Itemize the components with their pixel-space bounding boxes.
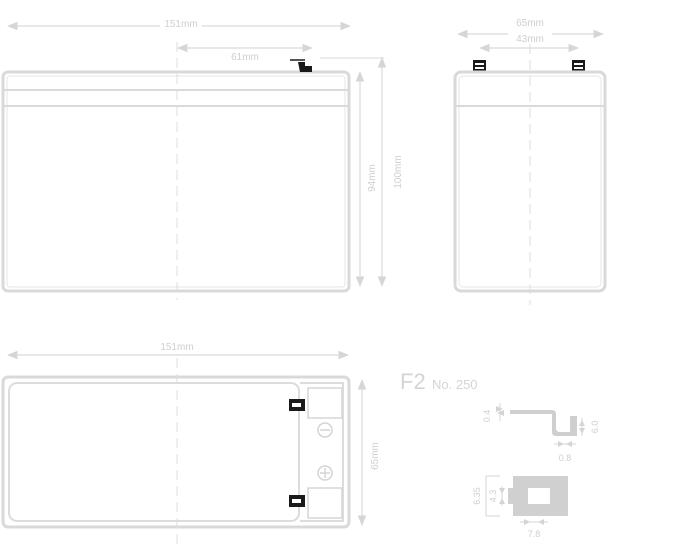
terminal-tab-width-label: 7.8 [528, 529, 541, 539]
plus-icon [317, 465, 333, 481]
front-case-outline [1, 70, 351, 293]
terminal-outer-width-label: 6.35 [472, 487, 482, 505]
minus-icon [317, 422, 333, 438]
terminal-spacing-label: 43mm [516, 34, 544, 45]
height-total-label: 100mm [393, 155, 404, 188]
top-width-label: 65mm [370, 442, 381, 470]
top-case-outline [1, 375, 351, 529]
front-length-label: 151mm [164, 19, 197, 30]
front-view: 151mm 61mm 94mm 100mm [1, 17, 404, 300]
top-terminal-lower [289, 495, 305, 507]
terminal-height-label: 6.0 [590, 421, 600, 434]
side-width-label: 65mm [516, 18, 544, 29]
terminal-type: F2 [400, 369, 426, 394]
height-case-label: 94mm [367, 164, 378, 192]
terminal-offset-label: 61mm [231, 52, 259, 63]
top-terminal-upper [289, 399, 305, 411]
top-view: 151mm 65mm [1, 340, 381, 544]
top-length-label: 151mm [160, 342, 193, 353]
terminal-spade: 6.35 4.3 7.8 [472, 475, 568, 539]
side-view: 65mm 43mm [453, 18, 607, 305]
terminal-hole-label: 4.3 [488, 490, 498, 503]
terminal-thickness-label: 0.4 [482, 410, 492, 423]
terminal-number: No. 250 [432, 377, 478, 392]
terminal-tab-thickness-label: 0.8 [559, 453, 572, 463]
side-terminal-left [473, 60, 486, 72]
terminal-detail: F2 No. 250 0.4 6.0 0.8 6.35 4.3 [400, 369, 600, 539]
front-terminal [298, 62, 312, 72]
side-terminal-right [572, 60, 585, 72]
terminal-profile: 0.4 6.0 0.8 [482, 403, 600, 463]
